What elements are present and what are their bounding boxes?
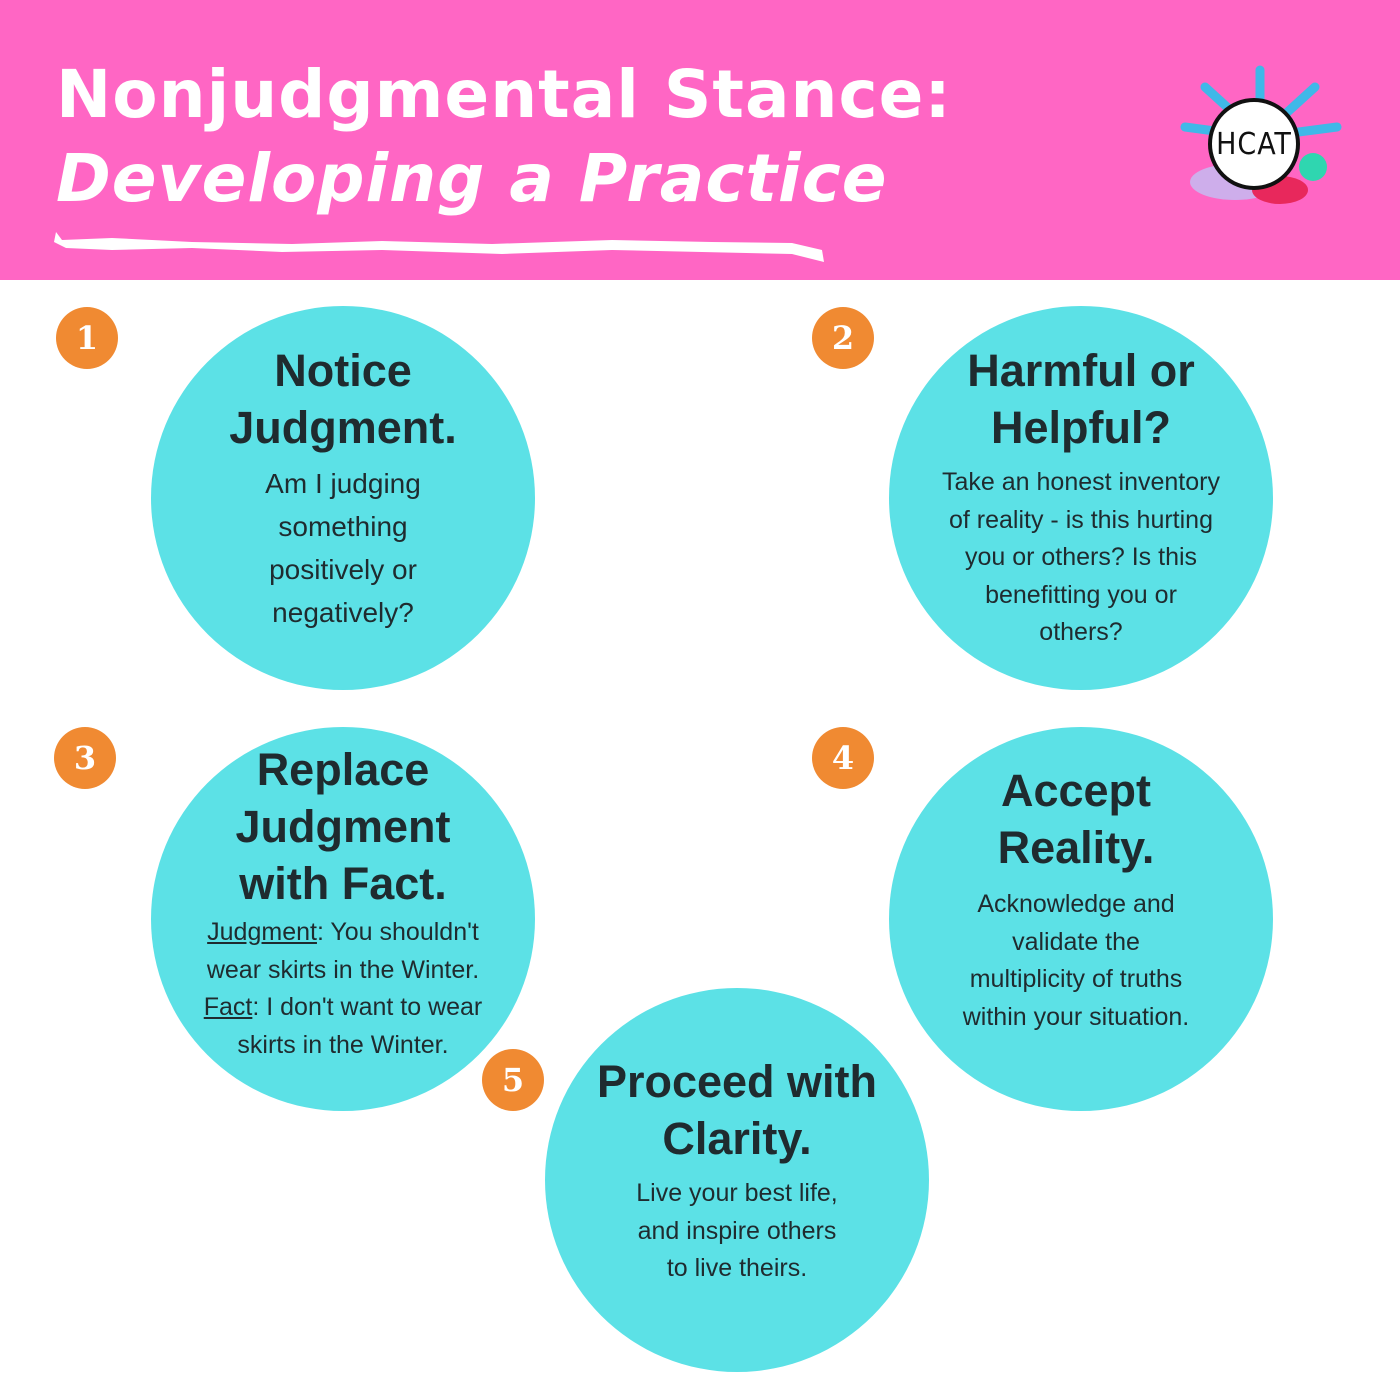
step-1-badge: 1 bbox=[56, 307, 118, 369]
title-line-2: Developing a Practice bbox=[56, 140, 888, 217]
step-3-body: Judgment: You shouldn't wear skirts in t… bbox=[203, 918, 483, 1059]
step-4-badge: 4 bbox=[812, 727, 874, 789]
step-2-circle bbox=[889, 306, 1273, 690]
step-1-circle bbox=[151, 306, 535, 690]
header-banner: Nonjudgmental Stance: Developing a Pract… bbox=[0, 0, 1400, 280]
step-5-circle bbox=[545, 988, 929, 1372]
step-3-badge: 3 bbox=[54, 727, 116, 789]
step-3-circle bbox=[151, 727, 535, 1111]
brush-underline-icon bbox=[54, 232, 824, 262]
hcat-logo: HCAT bbox=[1208, 98, 1300, 190]
step-2-badge: 2 bbox=[812, 307, 874, 369]
title-line-1: Nonjudgmental Stance: bbox=[56, 56, 952, 133]
step-5-badge: 5 bbox=[482, 1049, 544, 1111]
step-4-circle bbox=[889, 727, 1273, 1111]
